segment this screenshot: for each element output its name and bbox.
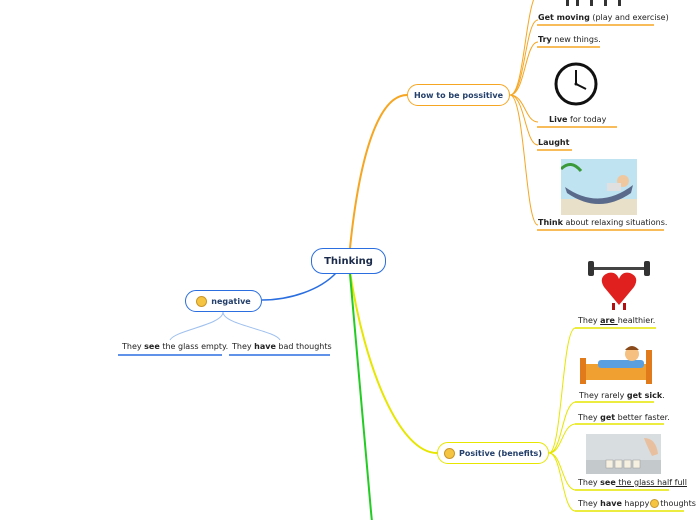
leaf-healthier[interactable]: They are healthier. (578, 315, 655, 326)
leaf-bad-thoughts[interactable]: They have bad thoughts (232, 341, 332, 352)
leaf-happy-pre: They (578, 499, 601, 508)
central-topic-label: Thinking (324, 255, 373, 267)
leaf-think-bold: Think (538, 218, 563, 227)
leaf-laught-bold: Laught (538, 138, 570, 147)
topic-how-to-be-positive-label: How to be possitive (413, 90, 504, 100)
leaf-rarely-sick-text: . (662, 391, 665, 400)
grinning-face-icon (444, 447, 456, 459)
hammock-relaxing-image (561, 159, 637, 215)
leaf-think-text: about relaxing situations. (562, 218, 668, 227)
topic-negative[interactable]: negative (185, 290, 262, 312)
leaf-try-text: new things. (551, 35, 601, 44)
leaf-better-faster[interactable]: They get better faster. (578, 412, 670, 423)
leaf-think-relaxing[interactable]: Think about relaxing situations. (538, 217, 667, 228)
leaf-happy-text: happy (621, 499, 650, 508)
topic-positive-benefits-label: Positive (benefits) (459, 448, 542, 458)
leaf-rarely-sick-bold: get sick (626, 391, 663, 400)
leaf-get-moving-text: (play and exercise) (589, 13, 669, 22)
leaf-live-text: for today (567, 115, 607, 124)
leaf-try-bold: Try (538, 35, 552, 44)
leaf-bad-thoughts-bold: have (254, 342, 276, 351)
leaf-glass-empty-pre: They (122, 342, 145, 351)
smiley-icon (650, 499, 660, 508)
leaf-bad-thoughts-text: bad thoughts (275, 342, 332, 351)
leaf-happy-thoughts[interactable]: They have happy thoughts (578, 498, 696, 509)
heart-weightlifting-image (588, 261, 650, 310)
leaf-laught[interactable]: Laught (538, 137, 569, 148)
leaf-rarely-sick[interactable]: They rarely get sick. (579, 390, 665, 401)
half-full-glass-image (586, 434, 661, 474)
leaf-get-moving[interactable]: Get moving (play and exercise) (538, 12, 669, 23)
leaf-glass-empty[interactable]: They see the glass empty. (122, 341, 228, 352)
leaf-better-faster-pre: They (578, 413, 601, 422)
sleeping-boy-image (580, 346, 652, 384)
leaf-better-faster-text: better faster. (615, 413, 670, 422)
clock-icon (554, 62, 598, 106)
leaf-live-bold: Live (549, 115, 568, 124)
topic-negative-label: negative (211, 296, 251, 306)
leaf-bad-thoughts-pre: They (232, 342, 255, 351)
central-topic[interactable]: Thinking (311, 248, 386, 274)
people-illustration (566, 0, 621, 6)
topic-how-to-be-positive[interactable]: How to be possitive (407, 84, 510, 106)
leaf-healthier-pre: They (578, 316, 601, 325)
topic-positive-benefits[interactable]: Positive (benefits) (437, 442, 549, 464)
leaf-glass-empty-bold: see (144, 342, 160, 351)
confused-face-icon (196, 295, 208, 307)
leaf-happy-tail: thoughts (660, 499, 696, 508)
leaf-glass-half-full[interactable]: They see the glass half full (578, 477, 687, 488)
leaf-glass-bold: see (600, 478, 616, 487)
leaf-better-faster-bold: get (600, 413, 616, 422)
leaf-glass-pre: They (578, 478, 601, 487)
leaf-try-new-things[interactable]: Try new things. (538, 34, 601, 45)
leaf-healthier-bold: are (600, 316, 618, 325)
leaf-live-for-today[interactable]: Live for today (549, 114, 606, 125)
leaf-happy-bold: have (600, 499, 622, 508)
leaf-get-moving-bold: Get moving (538, 13, 590, 22)
leaf-healthier-text: healthier. (617, 316, 656, 325)
leaf-glass-empty-text: the glass empty. (159, 342, 229, 351)
leaf-glass-text: the glass half full (615, 478, 687, 487)
leaf-rarely-sick-pre: They rarely (579, 391, 627, 400)
